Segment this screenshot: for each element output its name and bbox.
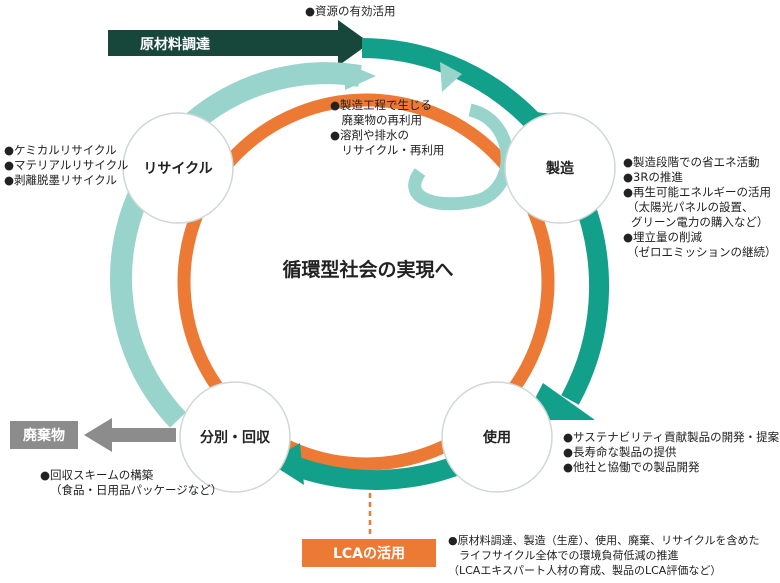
process-reuse-loop	[408, 103, 514, 211]
note-collection-items: ●回収スキームの構築 （食品・日用品パッケージなど）	[40, 468, 223, 497]
center-title: 循環型社会の実現へ	[282, 258, 453, 281]
lca-label: LCAの活用	[333, 545, 405, 562]
note-resource-use: ●資源の有効活用	[305, 4, 396, 18]
waste-label: 廃棄物	[23, 427, 65, 444]
node-manufacture-label: 製造	[545, 160, 574, 177]
node-use-label: 使用	[482, 429, 511, 446]
node-use: 使用	[441, 381, 553, 493]
note-recycle-types: ●ケミカルリサイクル ●マテリアルリサイクル ●剥離脱墨リサイクル	[4, 143, 129, 187]
waste-box	[10, 421, 78, 449]
node-recycle: リサイクル	[122, 112, 234, 224]
node-recycle-label: リサイクル	[143, 161, 212, 177]
light-teal-arrowhead-top	[345, 63, 376, 90]
note-lca-items: ●原材料調達、製造（生産）、使用、廃棄、リサイクルを含めた ライフサイクル全体で…	[448, 534, 760, 577]
node-separate: 分別・回収	[179, 381, 291, 493]
process-reuse-loop-arrowhead	[440, 62, 462, 92]
node-separate-label: 分別・回収	[200, 429, 271, 446]
note-manufacture-items: ●製造段階での省エネ活動 ●3Rの推進 ●再生可能エネルギーの活用 （太陽光パネ…	[623, 155, 777, 259]
teal-arrowhead-to-collection	[268, 443, 304, 485]
raw-materials-label: 原材料調達	[140, 36, 210, 53]
note-process-waste: ●製造工程で生じる 廃棄物の再利用 ●溶剤や排水の リサイクル・再利用	[330, 98, 445, 157]
note-use-items: ●サステナビリティ貢献製品の開発・提案 ●長寿命な製品の提供 ●他社と協働での製…	[563, 430, 780, 474]
waste-arrow	[84, 418, 176, 452]
raw-materials-arrow	[108, 20, 370, 66]
node-manufacture: 製造	[504, 112, 616, 224]
lca-box	[302, 539, 436, 567]
orange-cycle-ring	[177, 93, 555, 471]
